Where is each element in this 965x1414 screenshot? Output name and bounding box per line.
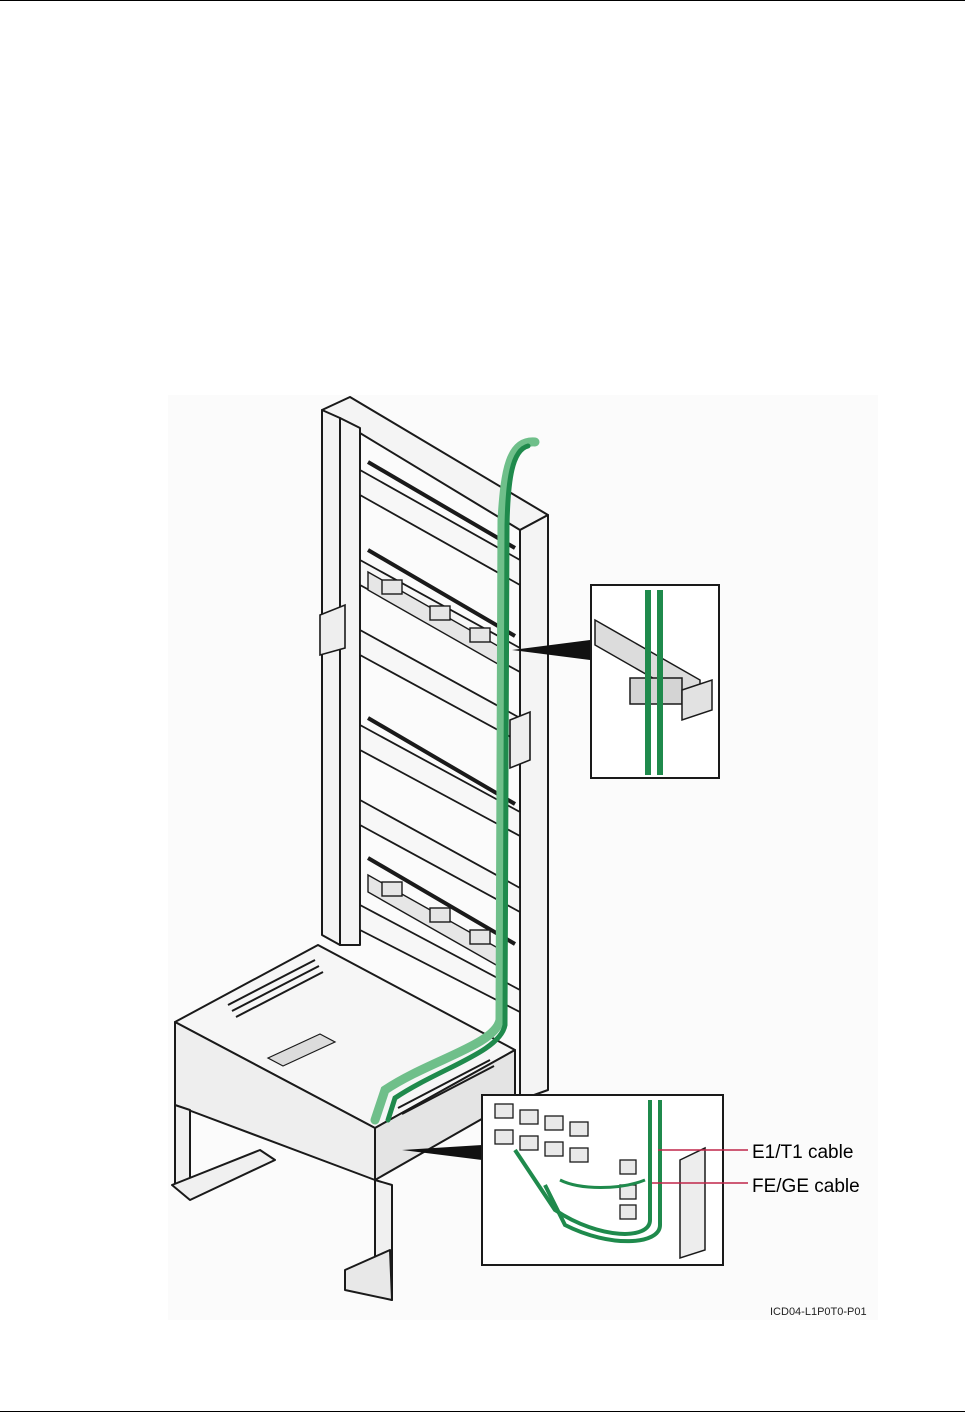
figure-id: ICD04-L1P0T0-P01 (770, 1306, 867, 1318)
clip-detail-inset (591, 585, 719, 778)
fege-cable-label: FE/GE cable (752, 1176, 860, 1197)
e1t1-cable-label: E1/T1 cable (752, 1142, 853, 1163)
port-detail-inset (482, 1095, 723, 1265)
